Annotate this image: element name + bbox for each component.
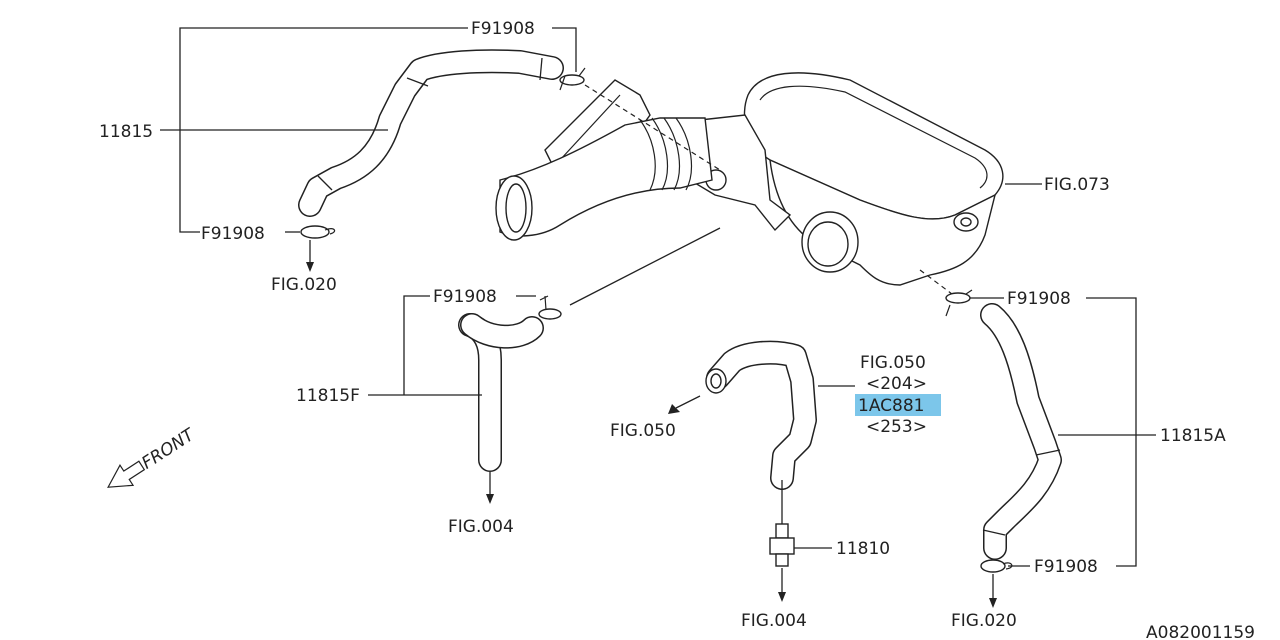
hose-11815[interactable] [298, 49, 564, 217]
pcv-valve-11810[interactable] [769, 480, 795, 567]
clamp-icon [980, 559, 1013, 573]
arrow-icon [668, 404, 680, 414]
front-direction-indicator: FRONT [107, 424, 199, 488]
label-f91908-top[interactable]: F91908 [471, 19, 535, 39]
clamp-icon [945, 289, 973, 317]
highlight-box [855, 394, 941, 416]
arrow-icon [306, 262, 314, 272]
label-ref-253: <253> [866, 417, 927, 437]
air-intake-assembly [495, 72, 1004, 301]
label-11815F[interactable]: 11815F [296, 386, 360, 406]
label-fig-073[interactable]: FIG.073 [1044, 175, 1110, 195]
label-fig-004-left[interactable]: FIG.004 [448, 517, 514, 537]
arrow-icon [778, 592, 786, 602]
clamp-icon [559, 67, 586, 91]
label-f91908-right-top[interactable]: F91908 [1007, 289, 1071, 309]
label-11810[interactable]: 11810 [836, 539, 890, 559]
diagram-id: A082001159 [1146, 623, 1255, 640]
label-fig-020-right[interactable]: FIG.020 [951, 611, 1017, 631]
clamp-icon [300, 225, 336, 239]
arrow-icon [486, 494, 494, 504]
label-fig-004-bottom[interactable]: FIG.004 [741, 611, 807, 631]
hose-11815A[interactable] [980, 303, 1062, 560]
label-fig-050-ref[interactable]: FIG.050 [860, 353, 926, 373]
label-ref-204: <204> [866, 374, 927, 394]
front-label: FRONT [138, 424, 199, 473]
label-1ac881[interactable]: 1AC881 [858, 396, 924, 416]
label-fig-050-left[interactable]: FIG.050 [610, 421, 676, 441]
hose-pcv[interactable] [705, 340, 817, 490]
label-f91908-mid[interactable]: F91908 [433, 287, 497, 307]
label-11815[interactable]: 11815 [99, 122, 153, 142]
label-f91908-left[interactable]: F91908 [201, 224, 265, 244]
arrow-icon [989, 598, 997, 608]
label-11815A[interactable]: 11815A [1160, 426, 1226, 446]
label-fig-020-left[interactable]: FIG.020 [271, 275, 337, 295]
clamp-icon [538, 295, 562, 320]
label-f91908-right-bottom[interactable]: F91908 [1034, 557, 1098, 577]
hose-11815F[interactable] [458, 313, 544, 472]
